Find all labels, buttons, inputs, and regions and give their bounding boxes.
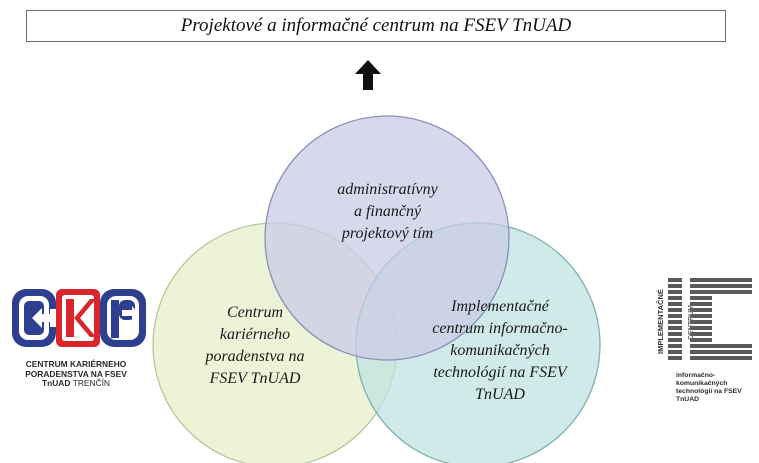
circle-left-line: poradenstva na [205,348,305,365]
circle-right-label: Implementačné centrum informačno- komuni… [400,296,600,406]
circle-left-line: FSEV TnUAD [209,370,301,387]
ic-vertical-label-2: CENTRUM [688,305,695,340]
circle-top [264,115,510,361]
circle-right-line: centrum informačno- [432,320,568,337]
circle-top-line: administratívny [337,181,438,198]
title-text: Projektové a informačné centrum na FSEV … [180,15,572,36]
circle-top-label: administratívny a finančný projektový tí… [300,179,475,245]
circle-right-line: technológií na FSEV [433,364,567,381]
ic-caption-line: informačno-komunikačných [676,372,728,387]
title-box: Projektové a informačné centrum na FSEV … [26,10,726,42]
ic-vertical-label-1: IMPLEMENTAČNÉ [656,289,665,354]
up-arrow-icon [355,60,381,90]
circle-left-label: Centrum kariérneho poradenstva na FSEV T… [180,302,330,390]
circle-top-line: projektový tím [341,225,434,242]
circle-left-line: Centrum [227,304,283,321]
circle-right-line: komunikačných [450,342,550,359]
circle-right-line: TnUAD [475,386,525,403]
ckp-caption-line: TnUAD TRENČÍN [6,378,146,389]
circle-right-line: Implementačné [451,298,549,315]
ic-caption: informačno-komunikačných technológií na … [676,372,759,404]
circle-left-line: kariérneho [219,326,291,343]
ic-caption-line: technológií na FSEV TnUAD [676,388,742,403]
ckp-logo [12,289,146,347]
ckp-caption-line: PORADENSTVA NA FSEV [25,368,127,379]
ckp-caption-thin: TRENČÍN [72,378,110,388]
ic-logo [668,278,752,360]
ckp-caption-bold: TnUAD [42,378,71,388]
ckp-caption-line: CENTRUM KARIÉRNEHO [25,359,127,369]
ckp-caption: CENTRUM KARIÉRNEHO PORADENSTVA NA FSEV T… [6,359,146,389]
circle-top-line: a finančný [353,203,422,220]
